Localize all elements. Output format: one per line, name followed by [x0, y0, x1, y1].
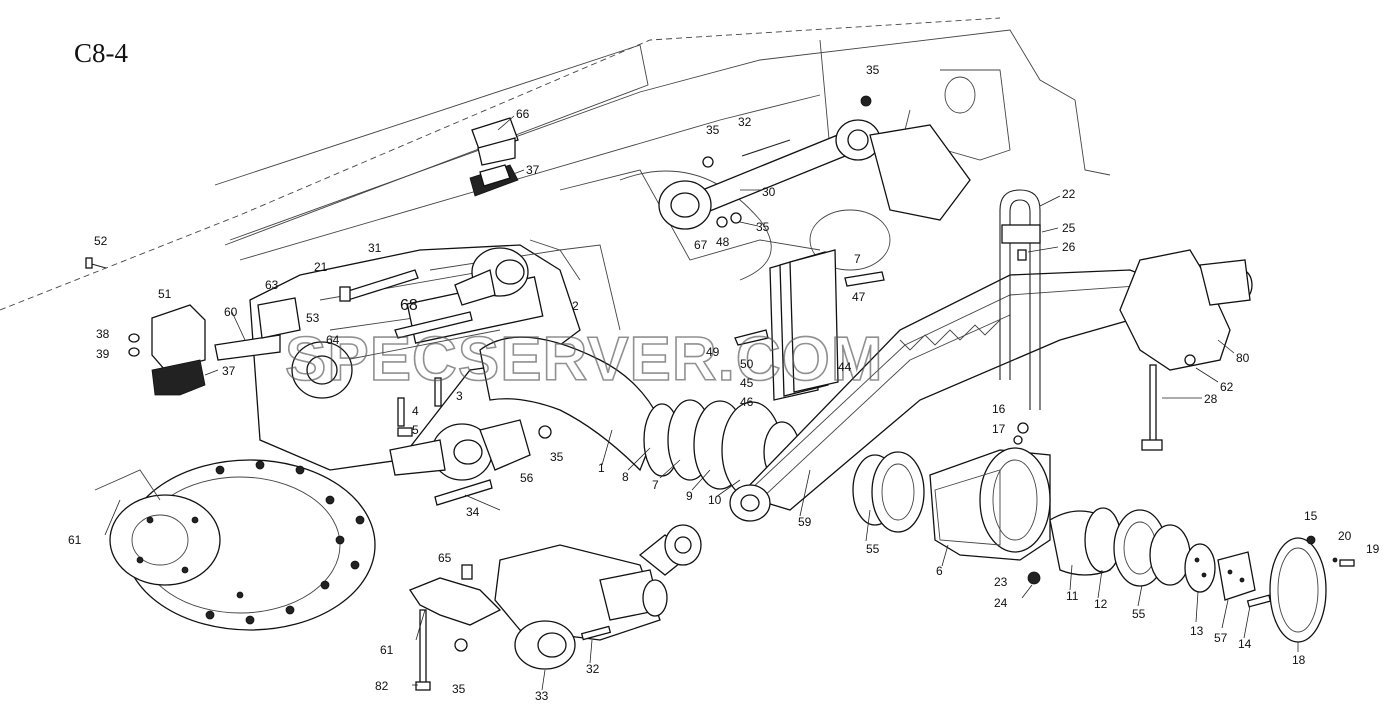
callout-label: 65 [438, 551, 452, 565]
callout-label: 4 [412, 404, 419, 418]
callout-label: 66 [516, 107, 530, 121]
callout-label: 38 [96, 327, 110, 341]
callout-label: 18 [1292, 653, 1306, 667]
leader-lines [104, 115, 1299, 691]
callout-label: 25 [1062, 221, 1076, 235]
callout-label: 26 [1062, 240, 1076, 254]
chassis-frame [0, 17, 1111, 331]
spring-bracket-upper [469, 117, 519, 197]
seal-rings-55a [852, 451, 925, 533]
torque-bushing-top [454, 247, 529, 306]
callout-label: 5 [412, 423, 419, 437]
callout-label: 35 [756, 220, 770, 234]
spring-bracket-left [85, 257, 301, 396]
callout-label: 67 [694, 238, 708, 252]
torque-bushing-56 [389, 419, 552, 506]
callout-label: 35 [706, 123, 720, 137]
callout-label: 10 [708, 493, 722, 507]
callout-label: 19 [1366, 542, 1380, 556]
callout-label: 15 [1304, 509, 1318, 523]
callout-label: 12 [1094, 597, 1108, 611]
callout-label: 24 [994, 596, 1008, 610]
callout-label: 7 [854, 252, 861, 266]
callout-label: 53 [306, 311, 320, 325]
lower-torque-rod [409, 524, 702, 691]
callout-label: 37 [222, 364, 236, 378]
callout-label: 20 [1338, 529, 1352, 543]
leaf-spring [729, 269, 1182, 522]
callout-label: 47 [852, 290, 866, 304]
callout-label: 56 [520, 471, 534, 485]
callout-label: 1 [598, 461, 605, 475]
callout-label: 52 [94, 234, 108, 248]
hub-bearing-stack [1049, 507, 1355, 643]
diagram-title: C8-4 [74, 38, 129, 68]
callout-label: 49 [706, 345, 720, 359]
callout-label: 63 [265, 278, 279, 292]
callout-label: 34 [466, 505, 480, 519]
bolts-31-68 [339, 269, 473, 339]
callout-label: 35 [452, 682, 466, 696]
callout-label: 35 [866, 63, 880, 77]
callout-label: 32 [738, 115, 752, 129]
callout-label: 31 [368, 241, 382, 255]
callout-label: 37 [526, 163, 540, 177]
callout-label: 48 [716, 235, 730, 249]
callout-label: 6 [936, 564, 943, 578]
callout-label: 57 [1214, 631, 1228, 645]
callout-label: 11 [1066, 589, 1079, 603]
callout-label: 14 [1238, 637, 1252, 651]
callout-label: 13 [1190, 624, 1204, 638]
callout-label: 61 [380, 643, 394, 657]
callout-label: 80 [1236, 351, 1250, 365]
callout-label: 60 [224, 305, 238, 319]
callout-label: 59 [798, 515, 812, 529]
callout-label: 82 [375, 679, 389, 693]
callout-label: 55 [866, 542, 880, 556]
axle-end-housing [929, 422, 1051, 585]
spring-pads [734, 249, 885, 401]
callout-label: 21 [314, 260, 328, 274]
u-bolt [999, 189, 1041, 410]
callout-label: 68 [400, 297, 418, 314]
callout-label: 8 [622, 470, 629, 484]
callout-label: 55 [1132, 607, 1146, 621]
callout-label: 46 [740, 395, 754, 409]
rubber-bushing-64 [291, 341, 353, 399]
callout-label: 64 [326, 333, 340, 347]
watermark: SPECSERVER.COM [285, 325, 884, 394]
spring-bracket-80 [1119, 249, 1253, 451]
callout-label: 62 [1220, 380, 1234, 394]
callout-label: 44 [838, 360, 852, 374]
callout-label: 22 [1062, 187, 1076, 201]
callout-label: 3 [456, 389, 463, 403]
reaction-rod-upper [658, 95, 971, 230]
callout-label: 32 [586, 662, 600, 676]
callout-label: 61 [68, 533, 82, 547]
callout-label: 17 [992, 422, 1006, 436]
callout-label: 2 [572, 299, 579, 313]
callout-label: 35 [550, 450, 564, 464]
callout-label: 39 [96, 347, 110, 361]
callout-label: 23 [994, 575, 1008, 589]
callout-labels: 66 37 35 32 35 30 67 48 35 22 25 26 52 2… [68, 63, 1380, 703]
callout-label: 50 [740, 357, 754, 371]
callout-label: 16 [992, 402, 1006, 416]
studs-4-5 [397, 377, 442, 437]
callout-label: 28 [1204, 392, 1218, 406]
callout-label: 30 [762, 185, 776, 199]
callout-label: 45 [740, 376, 754, 390]
callout-label: 51 [158, 287, 172, 301]
wheel-hub-left [94, 459, 376, 631]
callout-label: 7 [652, 478, 659, 492]
callout-label: 9 [686, 489, 693, 503]
callout-label: 33 [535, 689, 549, 703]
